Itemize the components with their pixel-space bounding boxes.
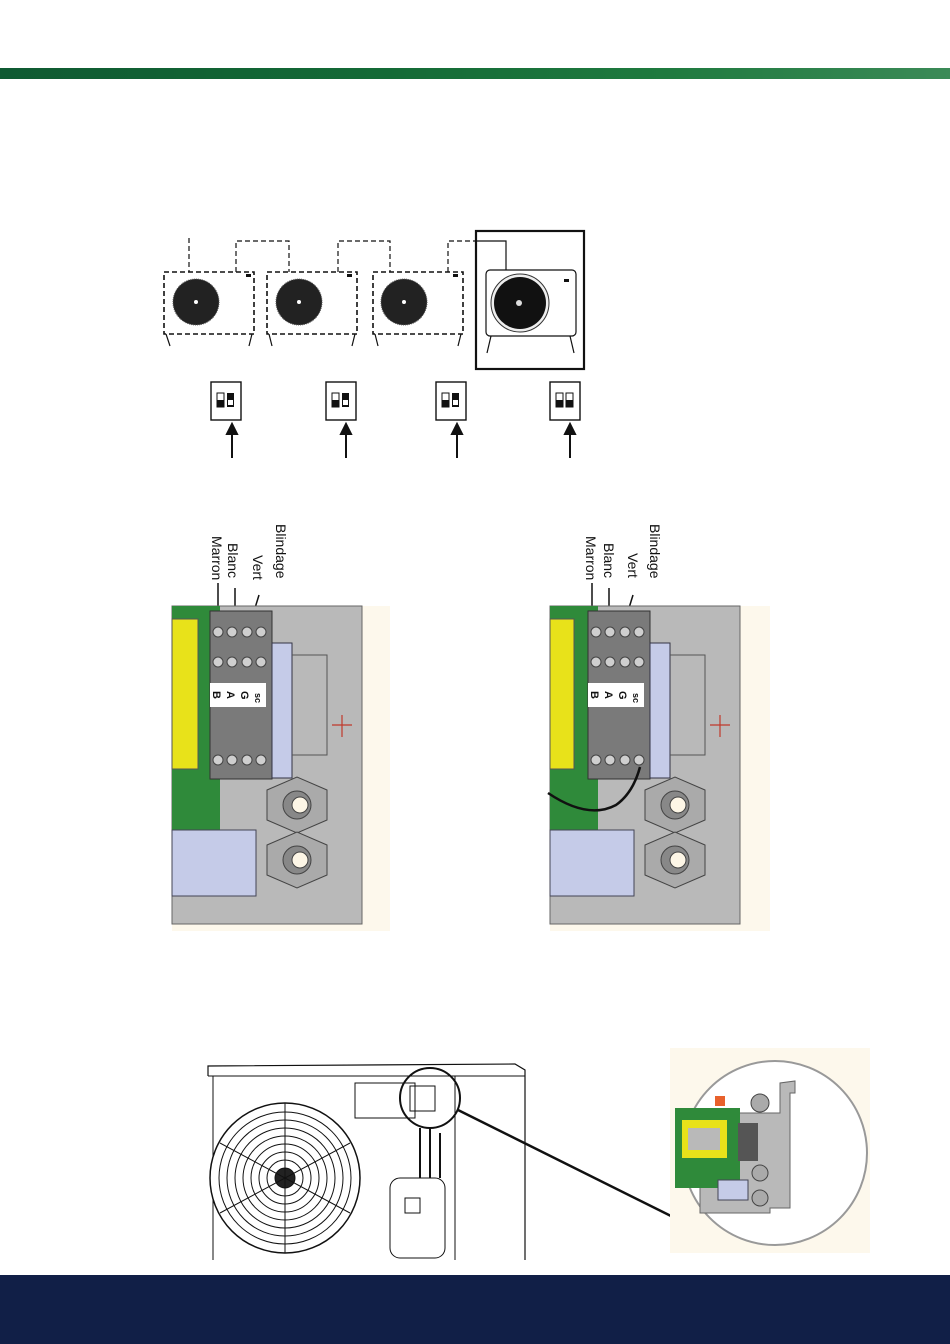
terminal-detail-right: Marron Blanc Vert Blindage B A G sc xyxy=(547,524,770,931)
label-blanc: Blanc xyxy=(225,543,241,578)
terminal-mark-a: A xyxy=(224,691,236,699)
terminal-mark-a: A xyxy=(602,691,614,699)
footer-bar xyxy=(0,1275,950,1344)
shield-wire xyxy=(547,766,642,812)
magnifier-circle xyxy=(399,1067,461,1129)
dip-switch-2 xyxy=(325,381,357,421)
fan-guard xyxy=(209,1102,361,1254)
label-marron: Marron xyxy=(583,536,599,580)
module-box xyxy=(171,829,257,897)
label-vert: Vert xyxy=(250,555,266,580)
slave-unit-2 xyxy=(266,271,358,347)
cable-gland xyxy=(266,776,328,889)
terminal-mark-sc: sc xyxy=(253,693,263,703)
terminal-mark-g: G xyxy=(616,691,628,700)
terminal-mark-b: B xyxy=(210,691,222,699)
label-blindage: Blindage xyxy=(273,524,289,579)
dip-switch-4 xyxy=(549,381,581,421)
cable-gland xyxy=(644,776,706,889)
terminal-mark-g: G xyxy=(238,691,250,700)
label-blanc: Blanc xyxy=(601,543,617,578)
label-marron: Marron xyxy=(209,536,225,580)
label-blindage: Blindage xyxy=(647,524,663,579)
terminal-mark-sc: sc xyxy=(631,693,641,703)
wire-labels: Marron Blanc Vert Blindage xyxy=(209,524,289,580)
slave-unit-1 xyxy=(163,271,255,347)
terminal-detail-left: Marron Blanc Vert Blindage B A G sc xyxy=(171,524,390,931)
compressor xyxy=(389,1128,446,1259)
wire-labels: Marron Blanc Vert Blindage xyxy=(583,524,663,580)
bus-cable xyxy=(188,238,475,272)
dip-switch-3 xyxy=(435,381,467,421)
transformer xyxy=(549,618,575,770)
slave-unit-3 xyxy=(372,271,464,347)
master-unit xyxy=(474,229,586,371)
label-vert: Vert xyxy=(625,553,641,578)
heat-pump-interior xyxy=(207,1063,676,1260)
dip-switch-1 xyxy=(210,381,242,421)
zoom-detail xyxy=(670,1048,870,1253)
network-diagram xyxy=(163,229,586,458)
control-board xyxy=(354,1082,436,1119)
transformer xyxy=(171,618,199,770)
arrow-icons xyxy=(225,421,577,458)
terminal-mark-b: B xyxy=(588,691,600,699)
header-bar xyxy=(0,68,950,79)
module-box xyxy=(549,829,635,897)
